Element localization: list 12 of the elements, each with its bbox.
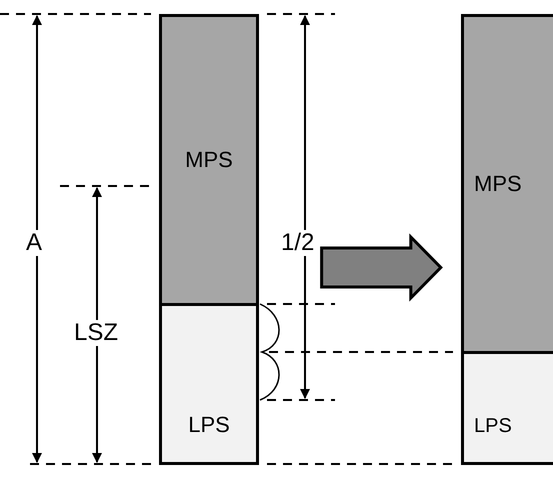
interval-segment [461,351,553,465]
segment-label: LPS [188,412,230,438]
dimension-label: A [26,230,42,256]
segment-label: LPS [474,415,512,438]
dimension-label: LSZ [74,320,118,346]
interval-segment [159,303,259,465]
interval-segment [159,14,259,306]
block-arrow [320,233,443,302]
segment-label: MPS [474,171,522,197]
segment-label: MPS [185,147,233,173]
interval-segment [461,14,553,354]
dimension-label: 1/2 [281,230,314,256]
